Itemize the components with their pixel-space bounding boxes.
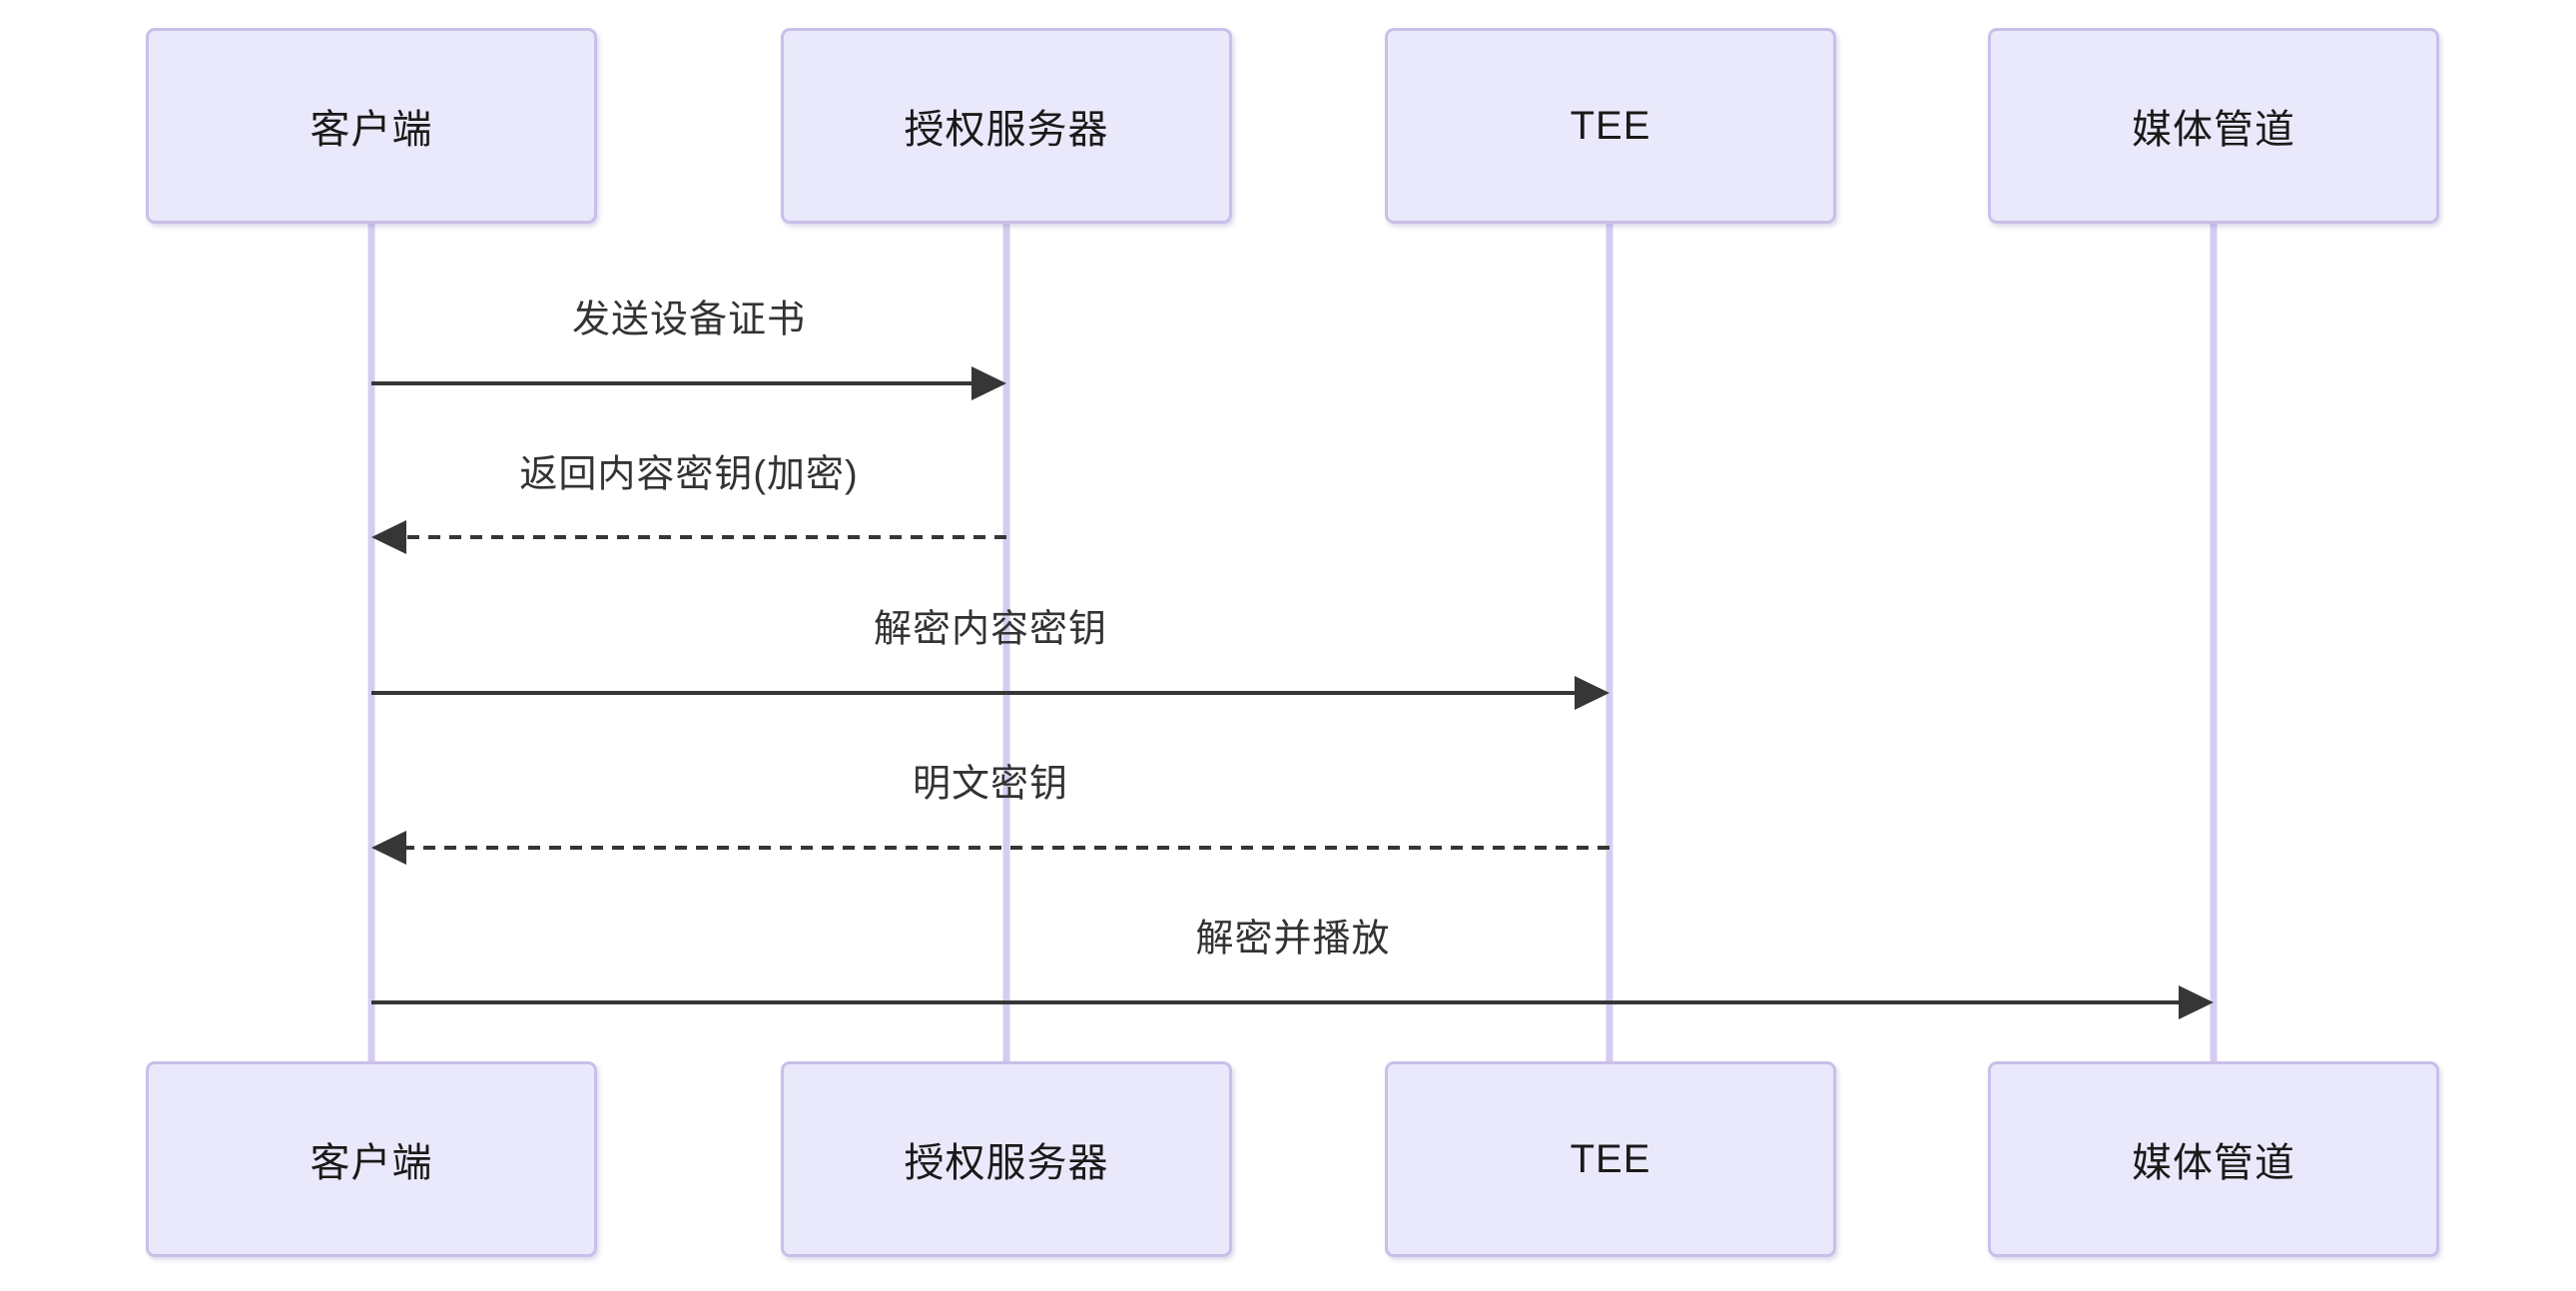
message-1-label: 发送设备证书 [571,299,807,341]
message-3-arrowhead-icon [1575,676,1610,710]
message-2-label: 返回内容密钥(加密) [519,453,859,496]
message-5-label: 解密并播放 [1195,918,1391,961]
message-4-arrowhead-icon [371,831,406,865]
message-5-arrowhead-icon [2179,985,2214,1019]
actor-label: 客户端 [310,1141,433,1185]
actor-top-auth-server: 授权服务器 [781,28,1232,224]
actor-bottom-media-pipeline: 媒体管道 [1988,1061,2439,1257]
actor-bottom-tee: TEE [1385,1061,1836,1257]
message-1-arrowhead-icon [971,366,1006,400]
actor-top-media-pipeline: 媒体管道 [1988,28,2439,224]
actor-label: TEE [1570,1136,1651,1181]
actor-bottom-auth-server: 授权服务器 [781,1061,1232,1257]
actor-label: TEE [1570,103,1651,148]
message-3-label: 解密内容密钥 [873,608,1108,651]
message-2-arrowhead-icon [371,520,406,554]
actor-label: 媒体管道 [2132,1141,2295,1185]
message-4-label: 明文密钥 [912,763,1069,806]
actor-label: 授权服务器 [904,108,1109,152]
actor-label: 授权服务器 [904,1141,1109,1185]
actor-top-client: 客户端 [146,28,597,224]
actor-label: 客户端 [310,108,433,152]
actor-label: 媒体管道 [2132,108,2295,152]
actor-top-tee: TEE [1385,28,1836,224]
actor-bottom-client: 客户端 [146,1061,597,1257]
